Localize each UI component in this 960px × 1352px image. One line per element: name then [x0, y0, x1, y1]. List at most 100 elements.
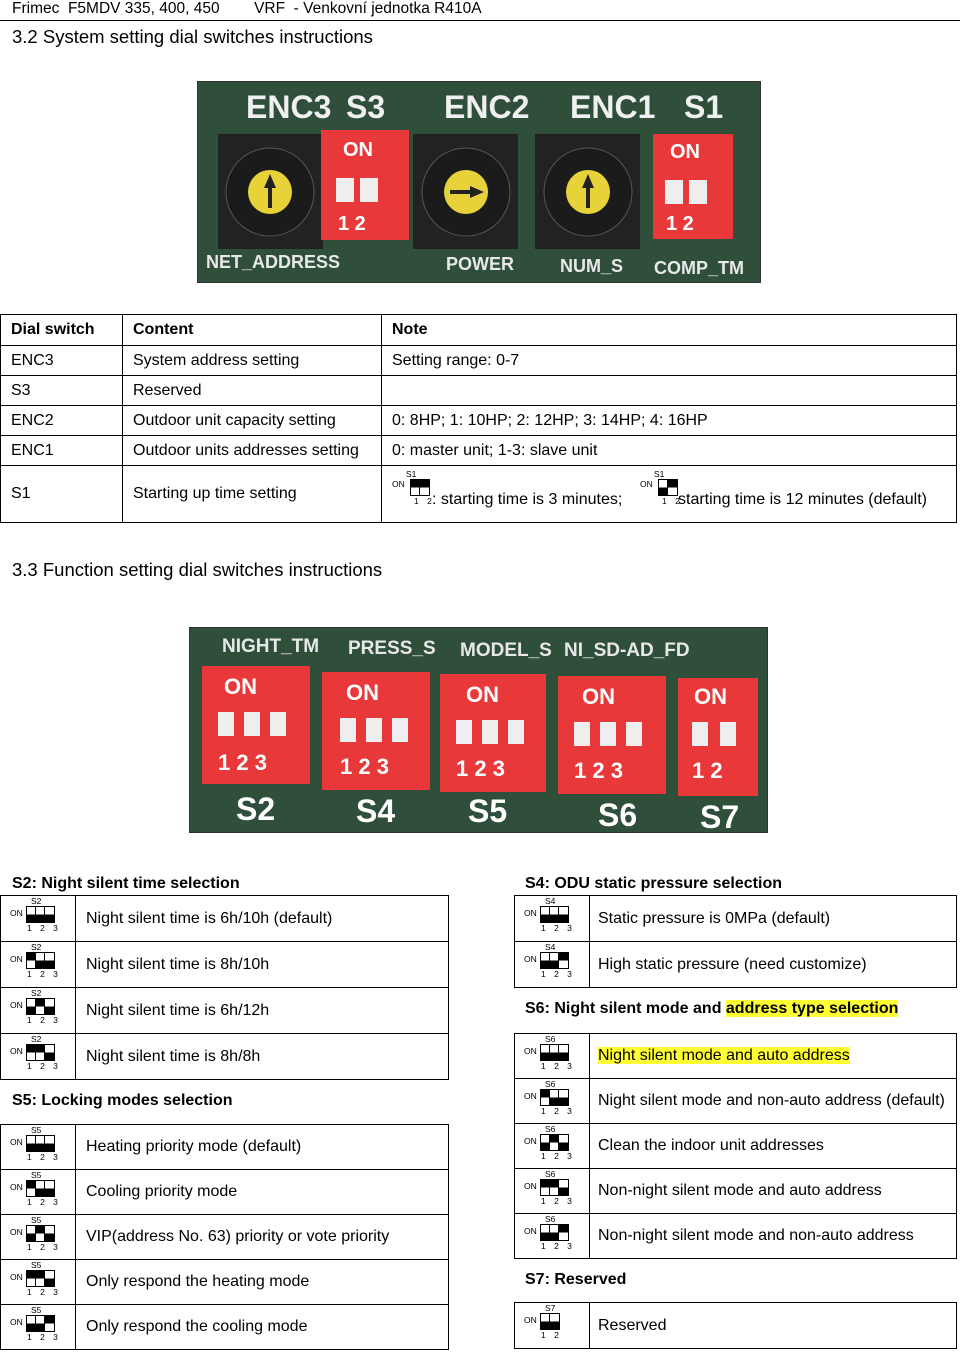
s6-title-highlight: address type selection	[725, 1000, 899, 1017]
svg-text:ON: ON	[694, 684, 727, 709]
setting-description: VIP(address No. 63) priority or vote pri…	[86, 1228, 390, 1245]
cell-note: Setting range: 0-7	[381, 345, 957, 376]
table-header-row: Dial switch Content Note	[0, 314, 957, 346]
header-note: Note	[381, 314, 957, 346]
svg-text:1 2 3: 1 2 3	[574, 758, 623, 783]
cell-note	[381, 375, 957, 406]
system-setting-table: Dial switch Content Note ENC3 System add…	[0, 314, 957, 523]
label-s1: S1	[684, 89, 723, 125]
cell-content: Outdoor unit capacity setting	[122, 405, 382, 436]
s6-title-text: S6: Night silent mode and	[525, 1000, 726, 1017]
label-power: POWER	[446, 254, 514, 274]
document-header: Frimec F5MDV 335, 400, 450 VRF - Venkovn…	[12, 0, 482, 17]
dip-switch-s5-photo: ON 1 2 3	[440, 674, 546, 792]
setting-description: Non-night silent mode and non-auto addre…	[598, 1227, 914, 1244]
label-num-s: NUM_S	[560, 256, 623, 276]
table-row: ENC2 Outdoor unit capacity setting 0: 8H…	[0, 405, 957, 436]
svg-text:1 2: 1 2	[692, 758, 723, 783]
setting-description: Night silent time is 8h/8h	[86, 1047, 261, 1065]
section-3-3-title: 3.3 Function setting dial switches instr…	[12, 559, 383, 580]
setting-description: Cooling priority mode	[86, 1183, 238, 1200]
setting-description: Non-night silent mode and auto address	[598, 1182, 882, 1199]
dip-switch-s3: ON 1 2	[321, 130, 409, 240]
s2-title: S2: Night silent time selection	[12, 875, 240, 892]
cell-switch: ENC3	[0, 345, 123, 376]
label-s3: S3	[346, 89, 385, 125]
table-row: ENC1 Outdoor units addresses setting 0: …	[0, 435, 957, 466]
svg-text:1 2 3: 1 2 3	[340, 754, 389, 779]
photo-system-dial-switches: ENC3 S3 ENC2 ENC1 S1 ON	[197, 81, 761, 283]
label-model-s: MODEL_S	[460, 640, 552, 661]
header-divider	[0, 20, 960, 21]
dip-switch-s2-photo: ON 1 2 3	[202, 666, 310, 784]
label-ni-sd-ad-fd: NI_SD-AD_FD	[564, 640, 690, 661]
s7-title: S7: Reserved	[525, 1271, 627, 1288]
svg-text:ON: ON	[582, 684, 615, 709]
dip-switch-s7-photo: ON 1 2	[678, 678, 758, 796]
rotary-dial-enc2	[413, 134, 518, 249]
svg-text:1 2 3: 1 2 3	[456, 756, 505, 781]
setting-description: Heating priority mode (default)	[86, 1138, 302, 1155]
label-press-s: PRESS_S	[348, 638, 436, 659]
label-s7: S7	[700, 799, 739, 832]
cell-content: Starting up time setting	[122, 465, 382, 523]
s4-title: S4: ODU static pressure selection	[525, 875, 782, 892]
setting-description: Night silent time is 8h/10h	[86, 955, 270, 973]
cell-switch: S3	[0, 375, 123, 406]
cell-note-s1: S1 ON 1 2 : starting time is 3 minutes; …	[381, 465, 957, 523]
setting-description: Only respond the heating mode	[86, 1273, 310, 1290]
setting-description: High static pressure (need customize)	[598, 955, 867, 973]
cell-content: System address setting	[122, 345, 382, 376]
cell-switch: ENC2	[0, 405, 123, 436]
s5-title: S5: Locking modes selection	[12, 1092, 233, 1109]
label-enc1: ENC1	[570, 89, 655, 125]
svg-text:1 2 3: 1 2 3	[218, 750, 267, 775]
header-content: Content	[122, 314, 382, 346]
svg-text:ON: ON	[343, 139, 373, 161]
setting-description: Night silent time is 6h/12h	[86, 1001, 270, 1019]
header-dial-switch: Dial switch	[0, 314, 123, 346]
dip-switch-s6-photo: ON 1 2 3	[558, 676, 666, 794]
label-net-address: NET_ADDRESS	[206, 252, 340, 272]
table-row-s1: S1 Starting up time setting S1 ON 1 2 : …	[0, 465, 957, 523]
label-night-tm: NIGHT_TM	[222, 636, 319, 657]
svg-text:ON: ON	[346, 680, 379, 705]
setting-description: Night silent mode and non-auto address (…	[598, 1092, 945, 1109]
setting-description: Static pressure is 0MPa (default)	[598, 909, 831, 927]
s1-note-12-minutes: starting time is 12 minutes (default)	[678, 491, 927, 508]
label-s2: S2	[236, 791, 275, 827]
svg-text:ON: ON	[670, 141, 700, 163]
table-row: ENC3 System address setting Setting rang…	[0, 345, 957, 376]
label-enc2: ENC2	[444, 89, 529, 125]
label-s4: S4	[356, 793, 395, 829]
s1-note-3-minutes: : starting time is 3 minutes;	[432, 491, 623, 508]
setting-description: Clean the indoor unit addresses	[598, 1137, 824, 1154]
dip-switch-s4-photo: ON 1 2 3	[322, 672, 430, 790]
cell-switch: ENC1	[0, 435, 123, 466]
